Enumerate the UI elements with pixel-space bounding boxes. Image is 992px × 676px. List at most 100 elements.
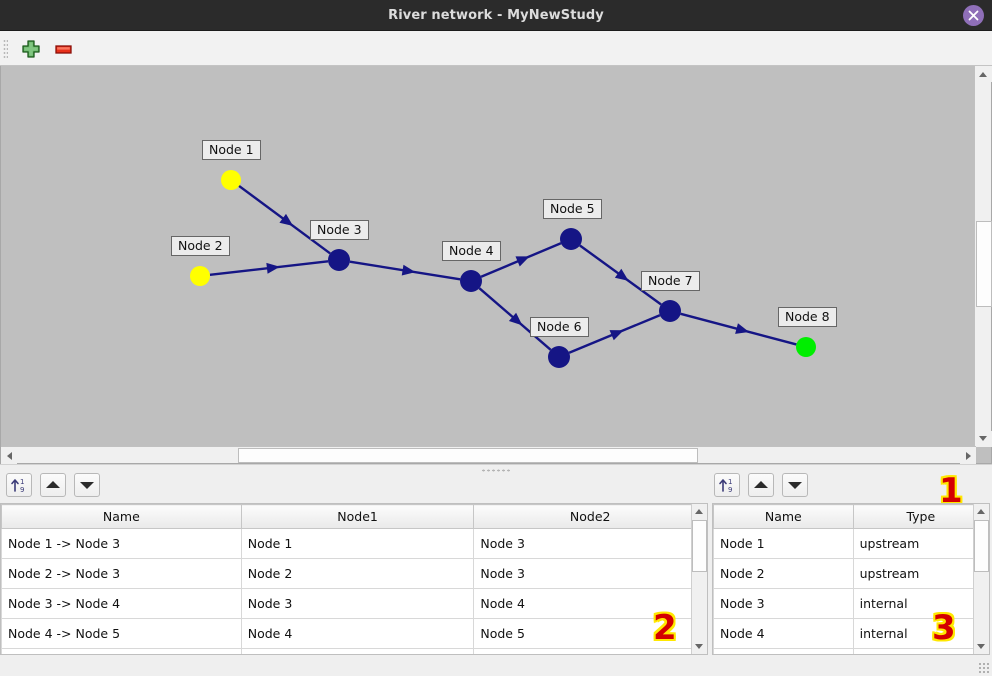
window-titlebar: River network - MyNewStudy	[0, 0, 992, 31]
canvas-horizontal-scrollbar[interactable]	[1, 446, 976, 464]
table-cell[interactable]: upstream	[852, 558, 989, 589]
table-cell[interactable]: Node 5	[473, 618, 707, 649]
svg-text:9: 9	[728, 486, 732, 494]
graph-node-node-3[interactable]	[328, 249, 350, 271]
svg-text:1: 1	[20, 478, 24, 486]
graph-node-node-7[interactable]	[659, 300, 681, 322]
table-cell[interactable]: internal	[852, 588, 989, 619]
column-header-name[interactable]: Name	[1, 504, 242, 529]
table-cell[interactable]: Node 1 -> Node 3	[1, 528, 242, 559]
reaches-move-down-button[interactable]	[74, 473, 100, 497]
table-cell[interactable]: Node 3	[473, 528, 707, 559]
window-title: River network - MyNewStudy	[388, 8, 604, 23]
table-row[interactable]	[1, 648, 707, 654]
column-header-type[interactable]: Type	[853, 504, 989, 529]
table-cell[interactable]	[240, 648, 475, 654]
graph-nodes[interactable]	[190, 170, 816, 368]
window-resize-grip[interactable]	[978, 662, 990, 674]
reaches-move-up-button[interactable]	[40, 473, 66, 497]
nodes-table-vscroll-thumb[interactable]	[974, 520, 989, 572]
table-cell[interactable]: upstream	[852, 528, 989, 559]
nodes-scroll-up-button[interactable]	[974, 504, 989, 519]
graph-edges	[209, 184, 797, 354]
table-cell[interactable]: Node 3	[240, 588, 475, 619]
table-cell[interactable]: Node 3	[713, 588, 854, 619]
splitter-grip[interactable]	[481, 469, 511, 472]
panel-splitter[interactable]	[0, 464, 992, 474]
graph-node-node-1[interactable]	[221, 170, 241, 190]
reaches-scroll-down-button[interactable]	[692, 639, 707, 654]
column-header-name[interactable]: Name	[713, 504, 854, 529]
arrow-up-icon	[754, 481, 768, 488]
toolbar-drag-handle[interactable]	[3, 39, 8, 59]
table-cell[interactable]: Node 4	[473, 588, 707, 619]
scroll-down-button[interactable]	[975, 431, 992, 447]
svg-text:1: 1	[728, 478, 732, 486]
close-button[interactable]	[963, 5, 984, 26]
svg-text:9: 9	[20, 486, 24, 494]
graph-edge-arrow-icon	[279, 213, 294, 227]
table-cell[interactable]: Node 3	[473, 558, 707, 589]
table-cell[interactable]: Node 1	[240, 528, 475, 559]
canvas-vscroll-thumb[interactable]	[976, 221, 992, 307]
column-header-node1[interactable]: Node1	[241, 504, 475, 529]
nodes-move-down-button[interactable]	[782, 473, 808, 497]
table-cell[interactable]: Node 2 -> Node 3	[1, 558, 242, 589]
table-cell[interactable]: Node 3 -> Node 4	[1, 588, 242, 619]
table-cell[interactable]: Node 4	[713, 618, 854, 649]
graph-node-node-8[interactable]	[796, 337, 816, 357]
nodes-scroll-down-button[interactable]	[974, 639, 989, 654]
add-node-button[interactable]	[20, 39, 42, 59]
scroll-left-button[interactable]	[1, 447, 17, 464]
arrow-down-icon	[788, 482, 802, 489]
graph-node-node-6[interactable]	[548, 346, 570, 368]
graph-node-node-5[interactable]	[560, 228, 582, 250]
remove-node-button[interactable]	[52, 39, 74, 59]
table-cell[interactable]: internal	[852, 618, 989, 649]
sort-icon: 1 9	[719, 478, 732, 494]
nodes-move-up-button[interactable]	[748, 473, 774, 497]
table-cell[interactable]: Node 4	[240, 618, 475, 649]
nodes-panel-toolbar: 1 9	[714, 473, 914, 499]
table-cell[interactable]	[473, 648, 707, 654]
table-cell[interactable]	[713, 648, 854, 654]
reaches-table-vscroll-thumb[interactable]	[692, 520, 707, 572]
reaches-scroll-up-button[interactable]	[692, 504, 707, 519]
reaches-table-vertical-scrollbar[interactable]	[691, 504, 707, 654]
table-cell[interactable]	[1, 648, 242, 654]
table-cell[interactable]: Node 2	[713, 558, 854, 589]
table-cell[interactable]	[852, 648, 989, 654]
nodes-sort-button[interactable]: 1 9	[714, 473, 740, 497]
table-cell[interactable]: Node 2	[240, 558, 475, 589]
reaches-sort-button[interactable]: 1 9	[6, 473, 32, 497]
scroll-right-button[interactable]	[960, 447, 976, 464]
canvas-vertical-scrollbar[interactable]	[974, 66, 992, 447]
graph-node-node-4[interactable]	[460, 270, 482, 292]
table-cell[interactable]: Node 4 -> Node 5	[1, 618, 242, 649]
table-cell[interactable]: Node 1	[713, 528, 854, 559]
scroll-up-button[interactable]	[975, 66, 992, 82]
canvas-hscroll-thumb[interactable]	[238, 448, 698, 463]
nodes-table-vertical-scrollbar[interactable]	[973, 504, 989, 654]
column-header-node2[interactable]: Node2	[473, 504, 707, 529]
graph-node-node-2[interactable]	[190, 266, 210, 286]
river-network-graph[interactable]	[1, 66, 976, 447]
table-row[interactable]	[713, 648, 989, 654]
